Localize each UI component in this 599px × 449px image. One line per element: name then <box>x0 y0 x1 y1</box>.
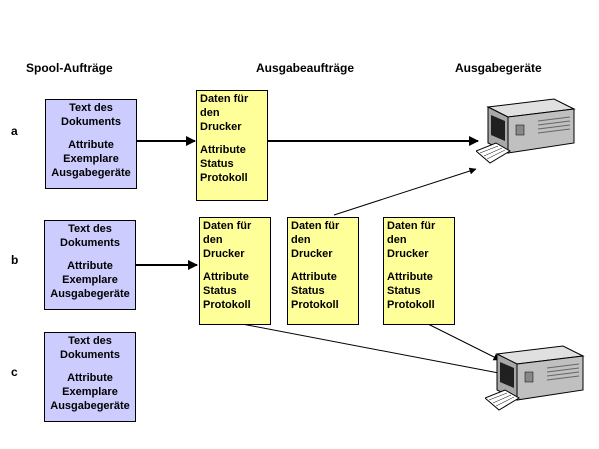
job-text-line: Attribute <box>387 271 433 283</box>
spool-job-box-a: Text des Dokuments Attribute Exemplare A… <box>45 99 137 189</box>
row-label-b: b <box>11 253 19 267</box>
spool-text-line: Text des <box>68 335 112 347</box>
spool-text-line: Attribute <box>67 372 113 384</box>
job-text-line: Status <box>200 158 234 170</box>
spool-text-line: Ausgabegeräte <box>51 167 131 179</box>
output-job-box-b2: Daten für den Drucker Attribute Status P… <box>287 217 359 325</box>
job-text-line: Daten für <box>203 220 252 232</box>
row-label-a: a <box>11 124 18 138</box>
job-text-line: Protokoll <box>291 299 339 311</box>
output-job-box-a: Daten für den Drucker Attribute Status P… <box>196 90 268 201</box>
spool-text-line: Text des <box>68 223 112 235</box>
spool-text-line: Ausgabegeräte <box>50 400 130 412</box>
job-text-line: Attribute <box>200 144 246 156</box>
arrow-b-job2-to-printer1 <box>333 167 477 216</box>
job-text-line: den <box>200 107 220 119</box>
header-output-jobs: Ausgabeaufträge <box>256 61 355 75</box>
job-text-line: Daten für <box>387 220 436 232</box>
job-text-line: den <box>387 234 407 246</box>
job-text-line: Drucker <box>291 248 333 260</box>
job-text-line: Protokoll <box>387 299 435 311</box>
header-spool-jobs: Spool-Aufträge <box>26 61 113 75</box>
job-text-line: Status <box>291 285 325 297</box>
job-text-line: Attribute <box>291 271 337 283</box>
job-text-line: Status <box>203 285 237 297</box>
arrow-b-job1-to-printer2 <box>241 323 505 377</box>
spool-text-line: Attribute <box>68 139 114 151</box>
spool-job-box-b: Text des Dokuments Attribute Exemplare A… <box>44 220 136 310</box>
printer-icon <box>476 98 576 164</box>
spool-text-line: Exemplare <box>62 386 118 398</box>
job-text-line: den <box>291 234 311 246</box>
job-text-line: Protokoll <box>200 172 248 184</box>
row-label-c: c <box>11 365 18 379</box>
spool-text-line: Exemplare <box>62 274 118 286</box>
spool-text-line: Text des <box>69 102 113 114</box>
header-output-devices: Ausgabegeräte <box>455 61 542 75</box>
job-text-line: Daten für <box>200 93 249 105</box>
job-text-line: Protokoll <box>203 299 251 311</box>
spool-text-line: Ausgabegeräte <box>50 288 130 300</box>
spool-job-box-c: Text des Dokuments Attribute Exemplare A… <box>44 332 136 422</box>
spool-text-line: Attribute <box>67 260 113 272</box>
job-text-line: Status <box>387 285 421 297</box>
printer-icon <box>485 345 585 411</box>
spool-text-line: Dokuments <box>61 116 121 128</box>
job-text-line: den <box>203 234 223 246</box>
output-job-box-b3: Daten für den Drucker Attribute Status P… <box>383 217 455 325</box>
spool-text-line: Exemplare <box>63 153 119 165</box>
spool-text-line: Dokuments <box>60 349 120 361</box>
job-text-line: Daten für <box>291 220 340 232</box>
spool-text-line: Dokuments <box>60 237 120 249</box>
arrow-b-job3-to-printer2 <box>427 323 501 361</box>
job-text-line: Attribute <box>203 271 249 283</box>
job-text-line: Drucker <box>387 248 429 260</box>
job-text-line: Drucker <box>203 248 245 260</box>
job-text-line: Drucker <box>200 121 242 133</box>
output-job-box-b1: Daten für den Drucker Attribute Status P… <box>199 217 271 325</box>
